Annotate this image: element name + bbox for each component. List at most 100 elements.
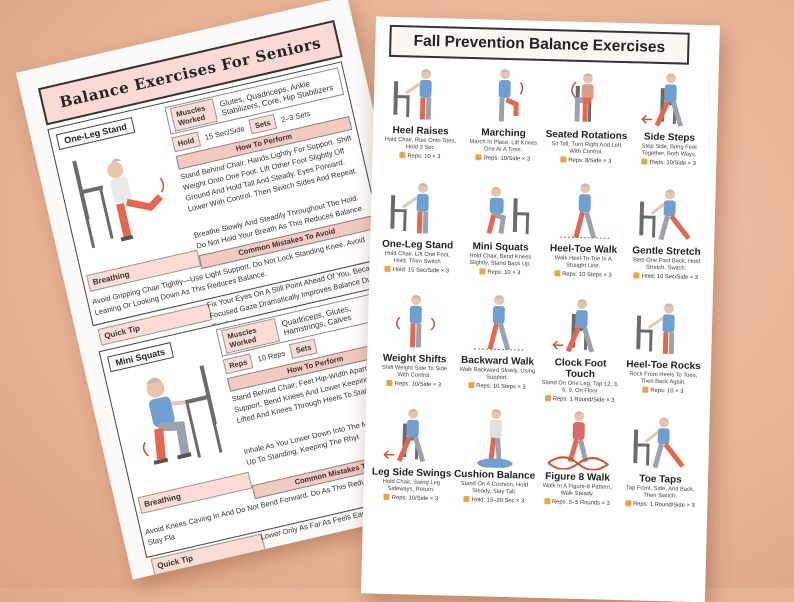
hold-label: Hold [171, 131, 201, 152]
poster-fall-prevention: Fall Prevention Balance Exercises Heel R… [360, 16, 720, 602]
exercise-illustration [633, 417, 685, 469]
reps-text: Reps: 10/Side × 3 [483, 155, 531, 163]
exercise-illustration [571, 73, 594, 122]
exercise-description: Step Side, Bring Feet Together, Both Way… [641, 143, 697, 158]
reps-text: Reps: 10/Side × 3 [649, 159, 697, 167]
exercise-name: Heel-Toe Walk [549, 243, 618, 256]
exercise-reps: Reps: 10/Side × 3 [372, 379, 455, 389]
reps-icon [475, 154, 482, 161]
exercise-description: Stand On One Leg, Tap 12, 3, 6, 9, On Fl… [541, 379, 619, 395]
exercise-illustration [552, 299, 595, 353]
exercise-description: Hold Chair, Bend Knees Slightly, Stand B… [469, 253, 532, 268]
exercise-illustration [383, 408, 426, 463]
reps-value: 10 Reps [256, 348, 286, 364]
reps-icon [624, 500, 632, 507]
reps-icon [479, 268, 486, 275]
exercise-name: Gentle Stretch [632, 245, 701, 259]
exercise-card-mini-squats: Mini Squats Muscles Worked Quadriceps, G… [98, 283, 441, 558]
exercise-description: Hold Chair, Lift One Foot, Hold, Then Sw… [384, 250, 451, 266]
exercise-illustration [636, 303, 675, 355]
reps-text: Reps: 10 Steps × 3 [562, 271, 612, 279]
exercise-description: Hold Chair, Swing Leg Sideways, Return. [382, 478, 441, 494]
exercise-illustration [486, 186, 530, 235]
exercise-reps: Hold: 10 Sec/Side × 3 [624, 272, 707, 281]
poster-title: Fall Prevention Balance Exercises [389, 24, 690, 65]
exercise-illustration [477, 409, 513, 469]
exercise-illustration [390, 183, 429, 234]
exercise-description: Tap Front, Side, And Back, Then Switch. [625, 485, 695, 500]
hold-value: 15 Sec/Side [203, 123, 246, 142]
reps-text: Reps: 5–5 Rounds × 3 [551, 499, 610, 507]
reps-label: Reps [222, 352, 254, 374]
reps-text: Reps: 10 × 3 [487, 269, 521, 277]
exercise-reps: Reps: 1 Round/Side × 3 [618, 500, 701, 509]
exercise-illustration [393, 69, 432, 120]
exercise-name: Cushion Balance [453, 468, 536, 482]
reps-text: Reps: 10 × 3 [407, 153, 441, 161]
reps-text: Reps: 10 × 3 [650, 387, 684, 395]
exercise-illustration [547, 411, 610, 471]
reps-icon [642, 386, 649, 393]
reps-text: Reps: 10/Side × 3 [394, 381, 442, 389]
exercise-description: Walk Heel-To-Toe In A Straight Line. [554, 255, 612, 270]
exercise-reps: Reps: 10 × 3 [458, 268, 541, 277]
reps-icon [386, 379, 393, 387]
exercise-reps: Reps: 10/Side × 3 [369, 493, 452, 502]
exercise-description: March In Place, Lift Knees One At A Time… [469, 138, 538, 154]
exercise-description: Stand On A Cushion, Hold Steady, Stay Ta… [460, 480, 529, 496]
reps-icon [384, 265, 391, 272]
exercise-reps: Reps: 10 × 3 [378, 152, 461, 161]
reps-text: Hold: 15–20 Sec × 3 [471, 497, 525, 505]
reps-icon [641, 158, 648, 165]
exercise-illustration [396, 294, 436, 348]
exercise-reps: Hold: 15 Sec/Side × 3 [375, 265, 458, 275]
exercise-reps: Reps: 10 Steps × 3 [541, 270, 624, 279]
exercise-illustration [639, 189, 691, 241]
exercise-card-one-leg-stand: One-Leg Stand Muscles Worked Glutes, Qua… [47, 61, 388, 327]
worksheet-balance-exercises-seniors: Balance Exercises For Seniors One-Leg St… [15, 0, 465, 580]
reps-icon [543, 498, 551, 505]
exercise-description: Hold Chair, Rise Onto Toes, Hold 3 Sec [384, 136, 457, 152]
exercise-reps: Hold: 15–20 Sec × 3 [452, 495, 535, 505]
exercise-name: Backward Walk [460, 354, 535, 368]
exercise-name: Weight Shifts [382, 352, 447, 366]
exercise-illustration [474, 295, 524, 351]
exercise-description: Sit Tall, Turn Right And Left With Contr… [551, 141, 622, 156]
exercise-name: One-Leg Stand [381, 238, 454, 252]
exercise-description: Walk Backward Slowly, Using Support. [459, 366, 536, 382]
reps-text: Reps: 10 Steps × 3 [476, 383, 526, 391]
sets-label: Sets [289, 338, 318, 359]
exercise-reps: Reps: 10/Side × 3 [461, 154, 544, 163]
exercise-reps: Reps: 10 Steps × 3 [455, 382, 538, 391]
exercise-description: Shift Weight Side To Side With Control. [381, 364, 448, 380]
reps-text: Reps: 8/Side × 3 [568, 157, 612, 165]
reps-icon [383, 493, 390, 501]
exercise-description: Rock From Heels To Toes, Then Back Again… [629, 371, 698, 386]
exercise-name: Leg Side Swings [371, 466, 452, 480]
sets-value: 2–3 Sets [280, 108, 311, 124]
reps-text: Reps: 1 Round/Side × 3 [632, 501, 695, 510]
reps-icon [554, 270, 561, 277]
reps-icon [468, 382, 475, 389]
exercise-reps: Reps: 10 × 3 [621, 386, 704, 395]
reps-icon [544, 395, 551, 402]
exercise-reps: Reps: 10/Side × 3 [627, 158, 710, 167]
exercise-name: Mini Squats [472, 241, 529, 254]
exercise-reps: Reps: 5–5 Rounds × 3 [535, 498, 618, 507]
sets-label: Sets [248, 113, 277, 134]
reps-text: Reps: 10/Side × 3 [391, 495, 439, 503]
exercise-illustration [72, 158, 165, 249]
exercise-name: Figure 8 Walk [545, 471, 611, 484]
